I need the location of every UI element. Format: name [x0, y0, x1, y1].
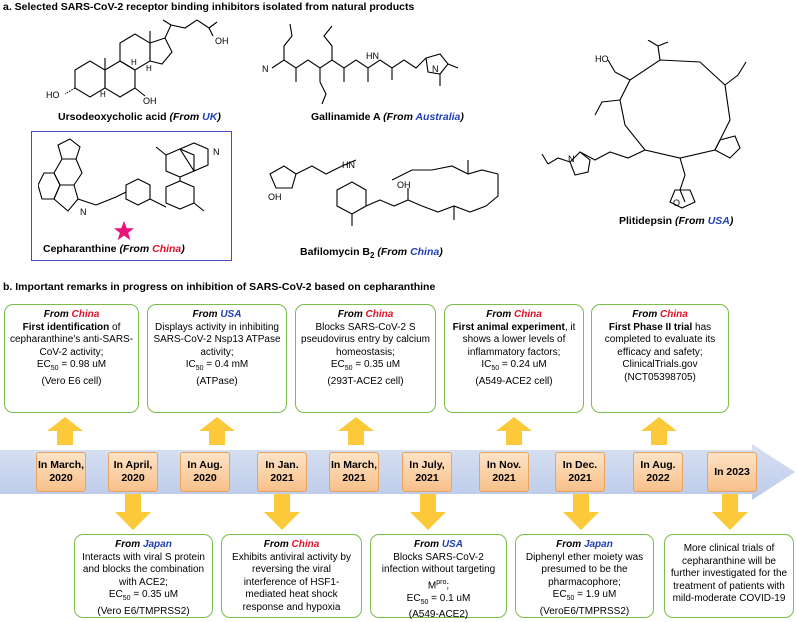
up-arrow-icon — [641, 417, 677, 445]
bafilomycin-b2-structure: OH OH HN — [262, 140, 512, 235]
timeline-date: In Jan.2021 — [257, 452, 307, 492]
oh-label: OH — [397, 180, 411, 190]
oh-label: OH — [215, 36, 229, 46]
timeline-date: In April,2020 — [108, 452, 158, 492]
origin-label: (From China) — [377, 246, 443, 258]
oh-label: OH — [268, 192, 282, 202]
origin-label: (From UK) — [169, 111, 221, 123]
milestone-box-bottom-1: From Japan Interacts with viral S protei… — [74, 534, 213, 618]
oh-label: OH — [143, 96, 157, 106]
compound-name: Cepharanthine — [43, 243, 117, 255]
origin-label: (From China) — [119, 243, 185, 255]
o-label: O — [673, 198, 681, 208]
down-arrow-icon — [264, 494, 300, 530]
milestone-box-top-1: From China First identification of cepha… — [4, 304, 139, 413]
compound-name: Ursodeoxycholic acid — [58, 111, 167, 123]
timeline-date: In Dec.2021 — [555, 452, 605, 492]
n-label: N — [568, 154, 575, 164]
down-arrow-icon — [410, 494, 446, 530]
ho-label: HO — [46, 90, 60, 100]
compound-subscript: 2 — [370, 251, 375, 261]
gallinamide-a-caption: Gallinamide A (From Australia) — [311, 111, 464, 123]
timeline-date: In Aug.2022 — [633, 452, 683, 492]
cepharanthine-structure: N N — [38, 135, 226, 235]
star-icon — [113, 220, 135, 241]
up-arrow-icon — [47, 417, 83, 445]
bafilomycin-b2-caption: Bafilomycin B2 (From China) — [300, 246, 443, 260]
milestone-box-top-3: From China Blocks SARS-CoV-2 S pseudovir… — [295, 304, 436, 413]
up-arrow-icon — [199, 417, 235, 445]
ursodeoxycholic-acid-structure: HO OH OH H H H — [45, 18, 229, 110]
down-arrow-icon — [115, 494, 151, 530]
timeline-date: In 2023 — [707, 452, 757, 492]
n-label: N — [213, 147, 220, 157]
timeline-date: In Aug.2020 — [180, 452, 230, 492]
origin-label: (From USA) — [675, 215, 734, 227]
timeline-date: In Nov.2021 — [479, 452, 529, 492]
n-label: N — [80, 207, 87, 217]
timeline-date: In March,2020 — [36, 452, 86, 492]
ho-label: HO — [595, 54, 609, 64]
cepharanthine-caption: Cepharanthine (From China) — [43, 243, 185, 255]
compound-name: Plitidepsin — [619, 215, 673, 227]
milestone-box-top-2: From USA Displays activity in inhibiting… — [147, 304, 287, 413]
milestone-box-bottom-5: More clinical trials of cepharanthine wi… — [664, 534, 794, 618]
compound-name: Gallinamide A — [311, 111, 381, 123]
h-label: H — [146, 64, 152, 73]
plitidepsin-caption: Plitidepsin (From USA) — [619, 215, 733, 227]
timeline-date: In July,2021 — [402, 452, 452, 492]
up-arrow-icon — [338, 417, 374, 445]
nh-label: HN — [342, 160, 355, 170]
ursodeoxycholic-acid-caption: Ursodeoxycholic acid (From UK) — [58, 111, 221, 123]
up-arrow-icon — [496, 417, 532, 445]
down-arrow-icon — [712, 494, 748, 530]
h-label: H — [131, 58, 137, 67]
milestone-box-bottom-3: From USA Blocks SARS-CoV-2 infection wit… — [370, 534, 507, 620]
section-a-heading: a. Selected SARS-CoV-2 receptor binding … — [3, 1, 415, 13]
gallinamide-a-structure: N HN N — [262, 18, 462, 106]
n-label: N — [262, 64, 269, 74]
milestone-box-top-4: From China First animal experiment, it s… — [444, 304, 584, 413]
cepharanthine-highlight-frame — [31, 131, 232, 261]
plitidepsin-structure: HO N O — [540, 40, 775, 210]
compound-name: Bafilomycin B — [300, 246, 371, 258]
milestone-box-bottom-4: From Japan Diphenyl ether moiety was pre… — [515, 534, 654, 618]
n-label: N — [432, 64, 439, 74]
origin-label: (From Australia) — [383, 111, 464, 123]
section-b-heading: b. Important remarks in progress on inhi… — [3, 281, 436, 293]
down-arrow-icon — [563, 494, 599, 530]
h-label: H — [100, 90, 106, 99]
timeline-date: In March,2021 — [329, 452, 379, 492]
milestone-box-top-5: From China First Phase II trial has comp… — [591, 304, 729, 413]
milestone-box-bottom-2: From China Exhibits antiviral activity b… — [221, 534, 362, 618]
nh-label: HN — [366, 51, 379, 61]
